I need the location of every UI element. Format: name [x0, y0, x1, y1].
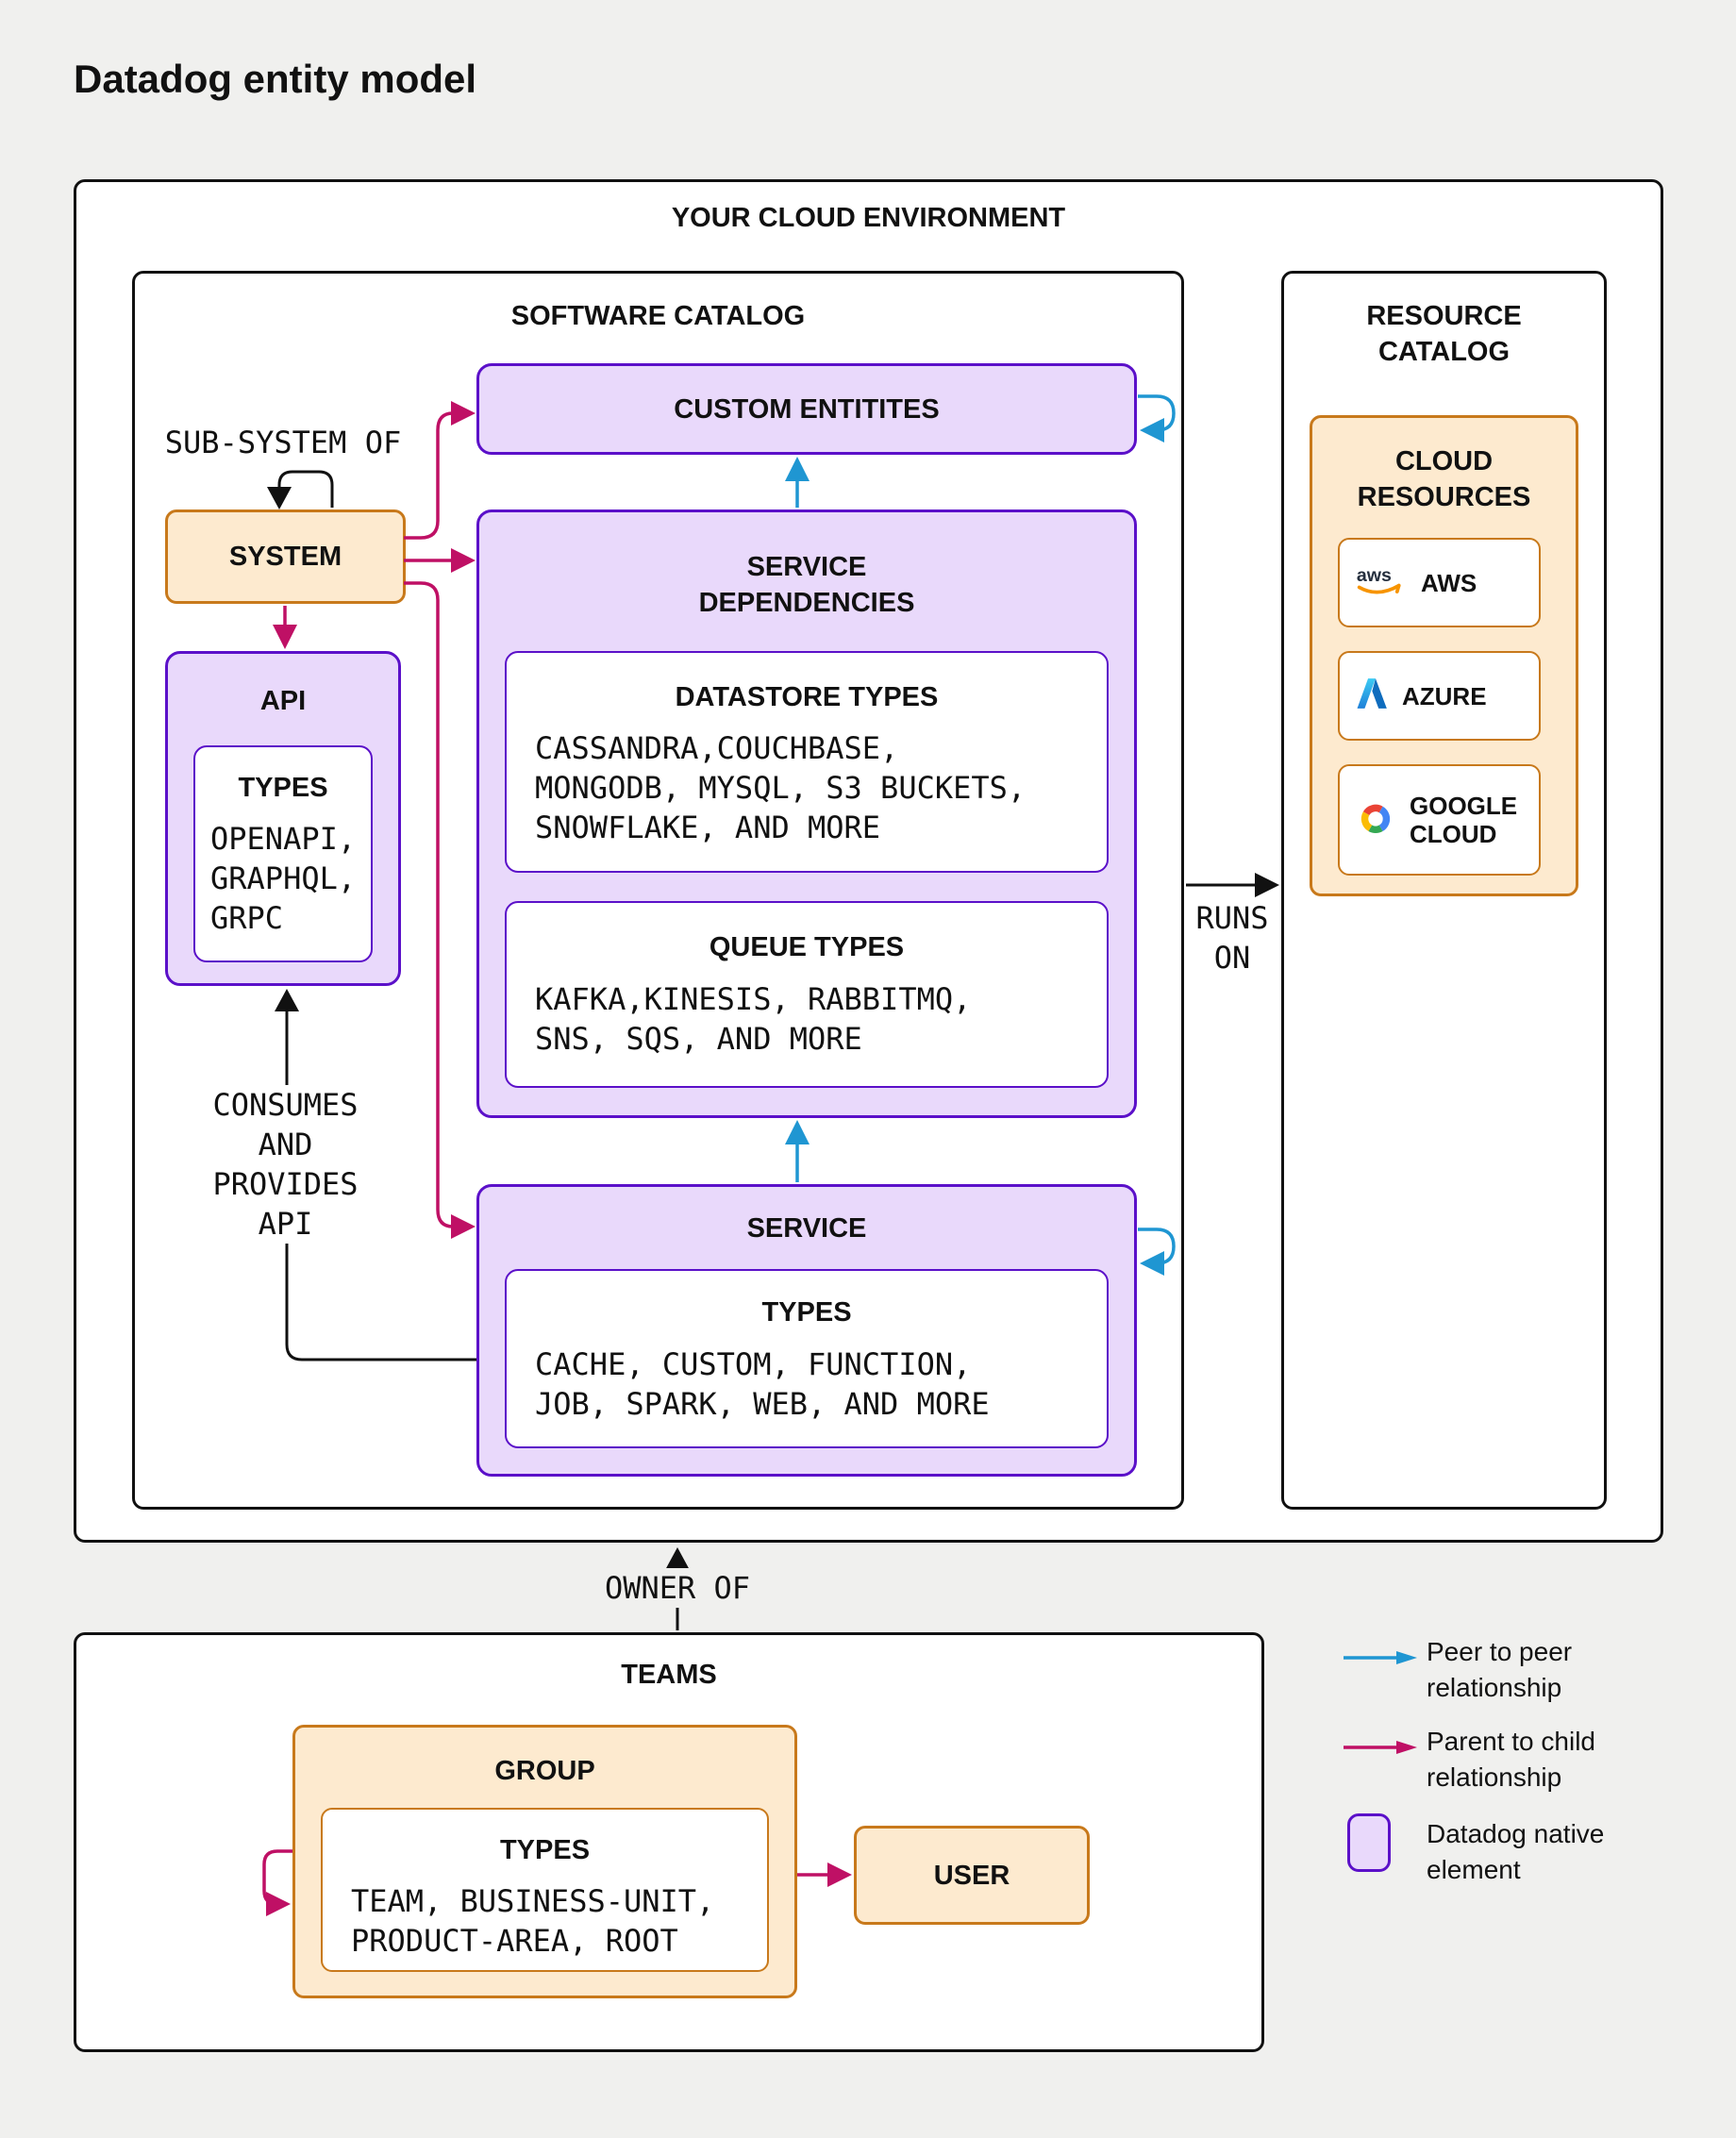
custom-entities-box: CUSTOM ENTITITES [476, 363, 1137, 455]
cloud-environment-label: YOUR CLOUD ENVIRONMENT [671, 203, 1066, 233]
provider-aws: aws AWS [1338, 538, 1541, 627]
service-types-body: CACHE, CUSTOM, FUNCTION, JOB, SPARK, WEB… [535, 1346, 990, 1422]
group-types-box [321, 1808, 769, 1972]
google-cloud-logo-icon [1355, 797, 1396, 844]
provider-aws-label: AWS [1421, 568, 1477, 597]
legend-native-swatch-icon [1347, 1813, 1391, 1872]
user-label: USER [933, 1860, 1010, 1891]
service-types-heading: TYPES [761, 1297, 852, 1328]
system-label: SYSTEM [228, 542, 342, 572]
azure-logo-icon [1355, 676, 1389, 715]
api-types-box [193, 745, 373, 962]
page-title: Datadog entity model [74, 57, 477, 101]
sub-system-of-label: SUB-SYSTEM OF [164, 425, 402, 460]
datastore-types-heading: DATASTORE TYPES [675, 682, 939, 712]
api-types-heading: TYPES [238, 773, 328, 803]
software-catalog-label: SOFTWARE CATALOG [510, 301, 806, 331]
group-types-body: TEAM, BUSINESS-UNIT, PRODUCT-AREA, ROOT [351, 1883, 715, 1959]
svg-text:aws: aws [1357, 565, 1392, 586]
cloud-resources-label: CLOUD RESOURCES [1357, 446, 1531, 512]
consumes-provides-api-label: CONSUMES AND PROVIDES API [198, 1085, 373, 1244]
queue-types-heading: QUEUE TYPES [709, 932, 905, 962]
queue-types-body: KAFKA,KINESIS, RABBITMQ, SNS, SQS, AND M… [535, 981, 972, 1057]
user-box: USER [854, 1826, 1090, 1925]
group-label: GROUP [494, 1756, 595, 1786]
service-label: SERVICE [746, 1213, 867, 1244]
provider-azure-label: AZURE [1402, 681, 1487, 710]
legend-peer-arrow-icon [1342, 1649, 1421, 1671]
owner-of-label: OWNER OF [583, 1568, 772, 1608]
resource-catalog-label: RESOURCE CATALOG [1366, 301, 1522, 367]
system-box: SYSTEM [165, 509, 406, 604]
custom-entities-label: CUSTOM ENTITITES [674, 393, 940, 425]
provider-google-cloud: GOOGLE CLOUD [1338, 764, 1541, 876]
legend-parent-arrow-icon [1342, 1739, 1421, 1761]
group-types-heading: TYPES [499, 1835, 591, 1865]
teams-label: TEAMS [621, 1660, 717, 1690]
api-label: API [259, 686, 307, 716]
service-types-box [505, 1269, 1109, 1448]
legend-parent-label: Parent to child relationship [1427, 1727, 1595, 1792]
legend-peer-label: Peer to peer relationship [1427, 1637, 1573, 1702]
aws-logo-icon: aws [1355, 562, 1408, 603]
provider-azure: AZURE [1338, 651, 1541, 741]
provider-google-cloud-label: GOOGLE CLOUD [1410, 792, 1518, 848]
service-dependencies-label: SERVICE DEPENDENCIES [698, 552, 915, 618]
datastore-types-box [505, 651, 1109, 873]
api-types-body: OPENAPI, GRAPHQL, GRPC [210, 821, 357, 936]
queue-types-box [505, 901, 1109, 1088]
datastore-types-body: CASSANDRA,COUCHBASE, MONGODB, MYSQL, S3 … [535, 730, 1027, 845]
runs-on-label: RUNS ON [1195, 900, 1269, 976]
legend-native-label: Datadog native element [1427, 1819, 1605, 1884]
